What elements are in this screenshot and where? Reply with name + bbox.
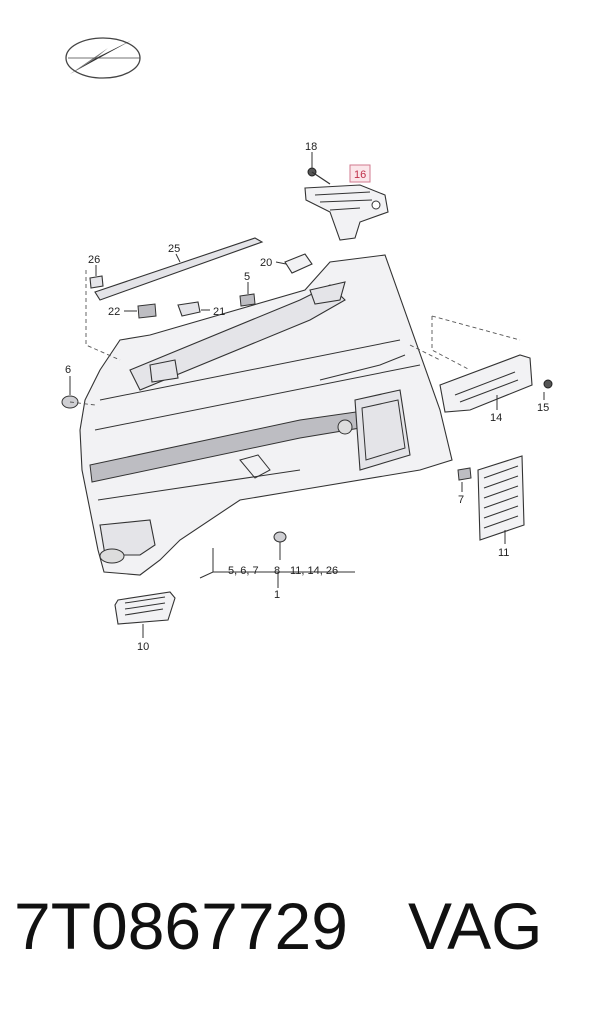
highlight-box: [349, 164, 371, 183]
fastener-6: [61, 395, 96, 409]
clip-22: [137, 303, 157, 319]
callout-group-mid: 8: [274, 565, 280, 577]
callout-21: 21: [213, 306, 225, 318]
clip-26: [89, 275, 104, 289]
callout-group-right: 11, 14, 26: [290, 565, 338, 577]
callout-20: 20: [260, 257, 272, 269]
callout-25: 25: [168, 243, 180, 255]
panel-14: [439, 354, 533, 413]
grille-10: [114, 591, 176, 625]
grille-11: [477, 455, 525, 541]
footer: 7T0867729 VAG: [14, 888, 594, 988]
callout-18: 18: [305, 141, 317, 153]
callout-11: 11: [498, 547, 509, 559]
callout-14: 14: [490, 412, 502, 424]
compass-logo-icon: [65, 37, 141, 79]
callout-6: 6: [65, 364, 71, 376]
leader-lines: [69, 152, 545, 638]
callout-26: 26: [88, 254, 100, 266]
callout-15: 15: [537, 402, 549, 414]
upper-strip: [94, 237, 264, 301]
clip-7: [457, 467, 472, 481]
callout-1: 1: [274, 589, 280, 601]
side-trim-panel: [79, 254, 453, 576]
callout-10: 10: [137, 641, 149, 653]
screw-15: [543, 379, 553, 389]
callout-group-left: 5, 6, 7: [228, 565, 259, 577]
screw-18: [307, 167, 331, 185]
bracket-16: [304, 184, 389, 241]
callout-5-top: 5: [244, 271, 250, 283]
clip-5: [239, 293, 256, 307]
callout-7: 7: [458, 494, 464, 506]
reference-lines: [85, 270, 521, 371]
clip-21: [177, 301, 201, 317]
callout-16: 16: [354, 169, 366, 181]
callout-22: 22: [108, 306, 120, 318]
brand-label: VAG: [407, 889, 543, 963]
fastener-8: [273, 531, 287, 543]
cover-20: [284, 253, 313, 274]
part-number: 7T0867729: [14, 889, 348, 963]
